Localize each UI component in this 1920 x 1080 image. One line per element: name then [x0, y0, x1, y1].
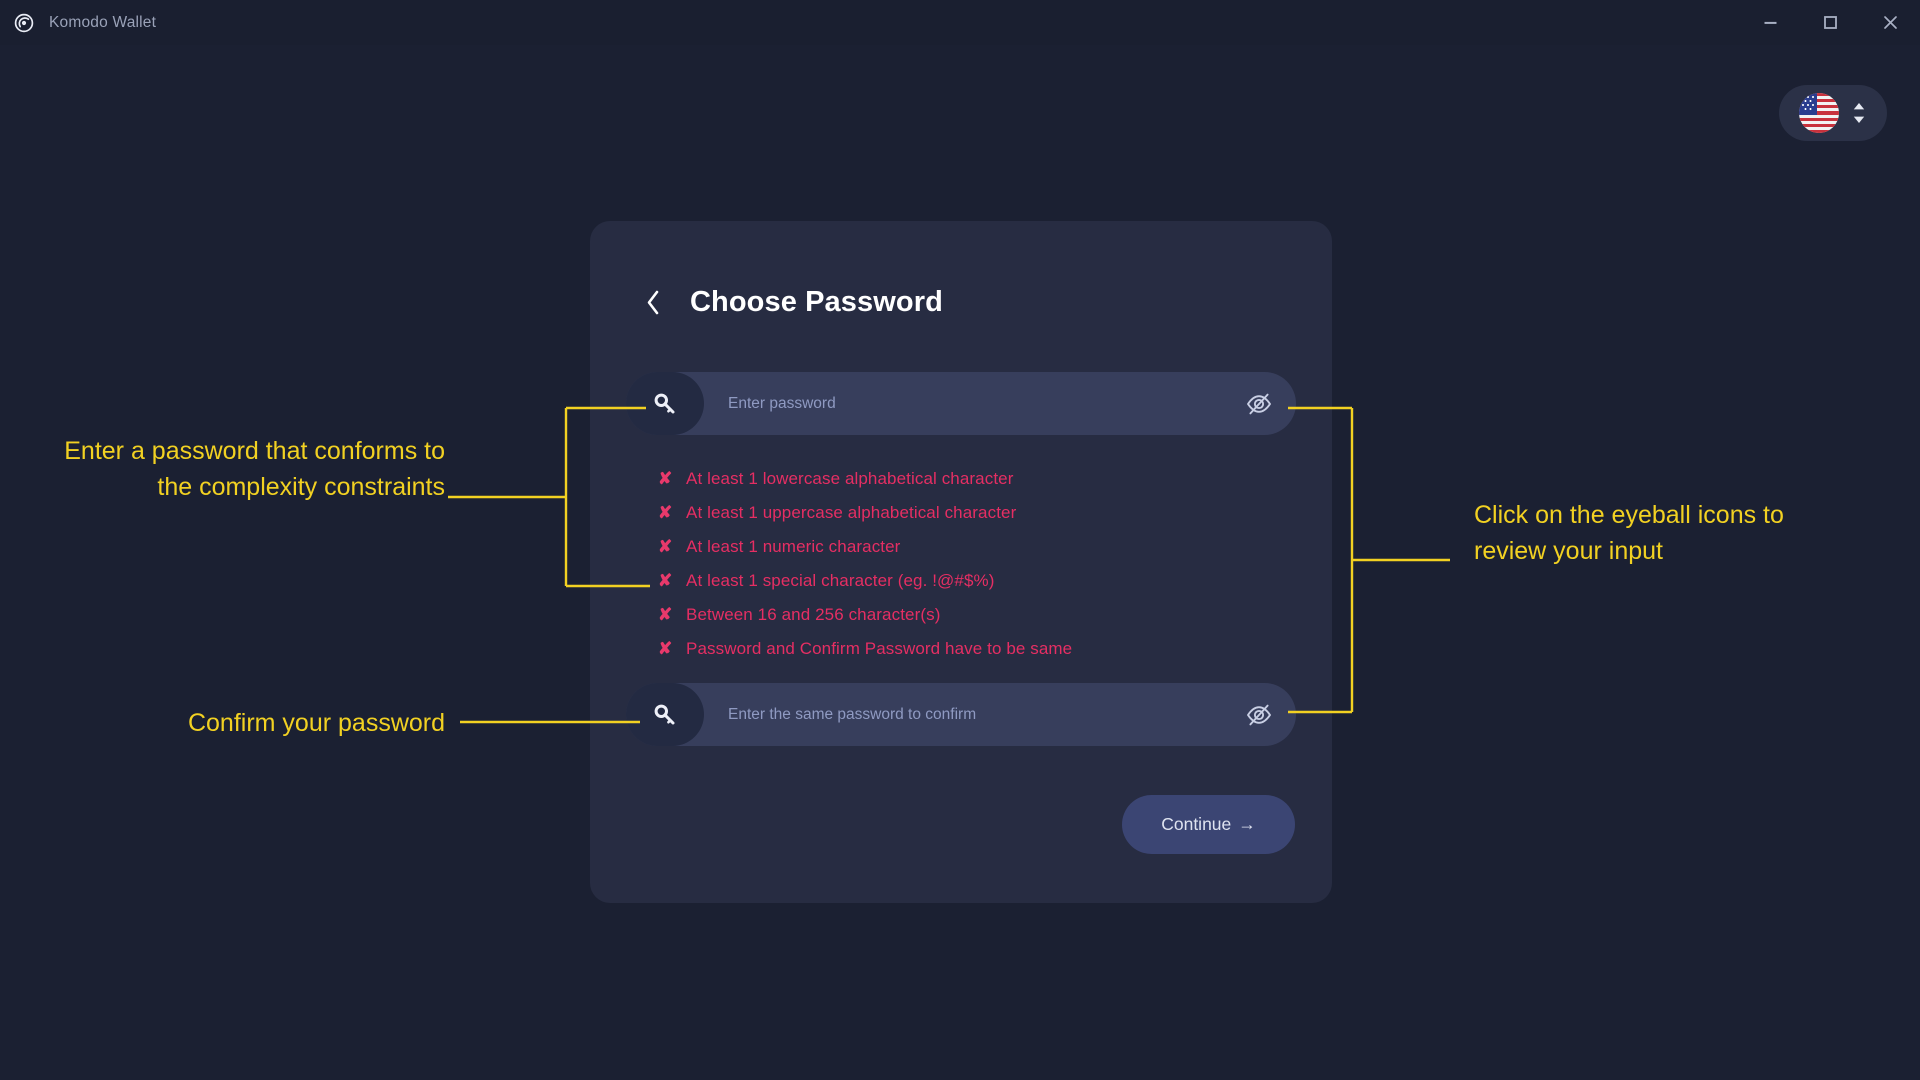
annotation-eye-icons: Click on the eyeball icons to review you…	[1474, 501, 1784, 565]
rule-text: Password and Confirm Password have to be…	[686, 639, 1073, 658]
rule-item: ✘ Password and Confirm Password have to …	[658, 632, 1218, 666]
eye-off-icon[interactable]	[1222, 683, 1296, 746]
password-rules-list: ✘ At least 1 lowercase alphabetical char…	[658, 462, 1218, 666]
confirm-password-field[interactable]	[626, 683, 1296, 746]
komodo-logo-icon	[13, 12, 35, 34]
password-field[interactable]	[626, 372, 1296, 435]
rule-text: At least 1 uppercase alphabetical charac…	[686, 503, 1017, 522]
title-bar: Komodo Wallet	[0, 0, 1920, 45]
chevron-up-down-icon	[1850, 100, 1868, 126]
window-controls	[1740, 0, 1920, 45]
page-title: Choose Password	[690, 286, 943, 318]
chevron-left-icon[interactable]	[645, 289, 662, 316]
rule-text: Between 16 and 256 character(s)	[686, 605, 941, 624]
rule-fail-icon: ✘	[658, 571, 673, 590]
rule-item: ✘ At least 1 numeric character	[658, 530, 1218, 564]
annotation-confirm-password: Confirm your password	[187, 709, 445, 737]
rule-text: At least 1 numeric character	[686, 537, 901, 556]
rule-fail-icon: ✘	[658, 605, 673, 624]
rule-item: ✘ At least 1 special character (eg. !@#$…	[658, 564, 1218, 598]
rule-item: ✘ Between 16 and 256 character(s)	[658, 598, 1218, 632]
confirm-password-input[interactable]	[704, 683, 1222, 746]
language-selector[interactable]	[1779, 85, 1887, 141]
continue-button[interactable]: Continue →	[1122, 795, 1295, 854]
rule-fail-icon: ✘	[658, 639, 673, 658]
rule-fail-icon: ✘	[658, 469, 673, 488]
rule-text: At least 1 special character (eg. !@#$%)	[686, 571, 995, 590]
password-input[interactable]	[704, 372, 1222, 435]
app-title: Komodo Wallet	[49, 13, 157, 31]
maximize-icon[interactable]	[1800, 0, 1860, 45]
rule-item: ✘ At least 1 uppercase alphabetical char…	[658, 496, 1218, 530]
arrow-right-icon: →	[1238, 814, 1256, 834]
rule-item: ✘ At least 1 lowercase alphabetical char…	[658, 462, 1218, 496]
annotation-password-complexity: Enter a password that conforms to the co…	[64, 437, 445, 501]
continue-label: Continue	[1161, 814, 1232, 834]
us-flag-icon	[1798, 93, 1839, 133]
rule-fail-icon: ✘	[658, 503, 673, 522]
choose-password-card: Choose Password	[590, 221, 1332, 903]
card-header: Choose Password	[645, 286, 943, 319]
key-icon	[626, 683, 704, 746]
close-icon[interactable]	[1860, 0, 1920, 45]
minimize-icon[interactable]	[1740, 0, 1800, 45]
rule-text: At least 1 lowercase alphabetical charac…	[686, 469, 1014, 488]
eye-off-icon[interactable]	[1222, 372, 1296, 435]
key-icon	[626, 372, 704, 435]
rule-fail-icon: ✘	[658, 537, 673, 556]
